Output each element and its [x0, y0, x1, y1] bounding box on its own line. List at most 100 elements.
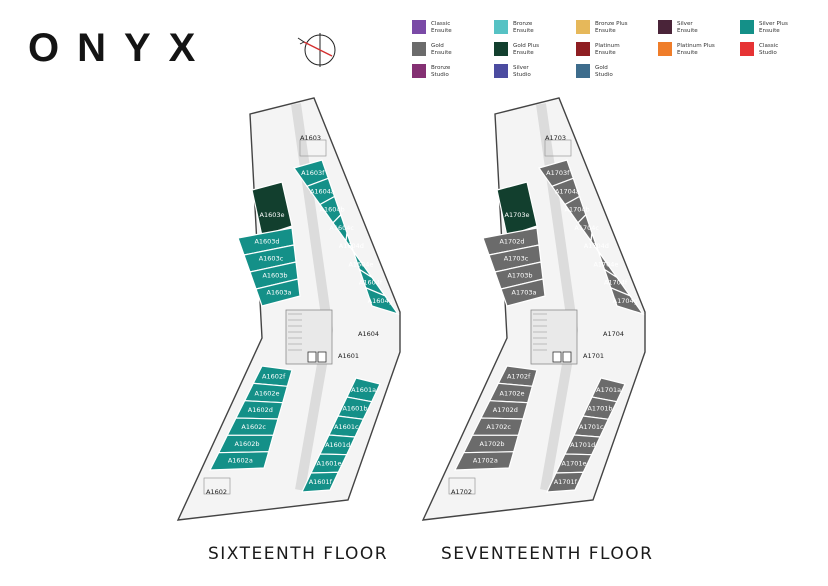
seventeenth-floor-caption: SEVENTEENTH FLOOR	[441, 544, 654, 564]
unit-label: A1601d	[325, 441, 350, 449]
legend-label: Bronze Plus Ensuite	[595, 21, 628, 34]
unit-label: A1703c	[504, 255, 529, 263]
unit-label: A1604g	[368, 297, 393, 305]
unit-label: A1604a	[310, 187, 335, 195]
unit-label: A1604f	[359, 279, 383, 287]
legend-label: Silver Ensuite	[677, 21, 698, 34]
unit-label: A1704g	[613, 297, 638, 305]
unit-label: A1603b	[262, 272, 287, 280]
unit-label: A1702f	[507, 372, 531, 380]
corridor-label: A1604	[358, 330, 379, 338]
legend-swatch	[658, 42, 672, 56]
legend-item: Silver Ensuite	[658, 20, 740, 36]
unit-label: A1604d	[339, 242, 364, 250]
legend-label: Bronze Ensuite	[513, 21, 534, 34]
seventeenth-floor-plan: A1703eA1702dA1703cA1703bA1703aA1703fA170…	[421, 97, 646, 521]
unit-label: A1701d	[570, 441, 595, 449]
unit-label: A1602b	[234, 440, 259, 448]
legend-item: Silver Studio	[494, 64, 576, 80]
unit-label: A1603e	[260, 211, 285, 219]
unit-label: A1701b	[587, 405, 612, 413]
legend-item: Bronze Studio	[412, 64, 494, 80]
corridor-label: A1704	[603, 330, 624, 338]
sixteenth-floor-plan: A1603eA1603dA1603cA1603bA1603aA1603fA160…	[176, 97, 401, 521]
legend-label: Gold Ensuite	[431, 43, 452, 56]
legend-swatch	[576, 20, 590, 34]
unit-block	[364, 286, 400, 316]
unit-label: A1702d	[493, 406, 518, 414]
lounge-area	[203, 477, 231, 495]
unit-block	[301, 471, 340, 493]
unit-label: A1704a	[555, 187, 580, 195]
unit-label: A1603c	[259, 255, 284, 263]
unit-label: A1601a	[351, 386, 376, 394]
unit-label: A1703f	[546, 169, 570, 177]
unit-label: A1602a	[228, 457, 253, 465]
legend-swatch	[494, 42, 508, 56]
corridor-label: A1602	[206, 488, 227, 496]
unit-label: A1604e	[348, 260, 373, 268]
unit-label: A1602e	[255, 389, 280, 397]
unit-block	[255, 278, 301, 307]
lounge-area	[544, 139, 572, 157]
legend-swatch	[412, 64, 426, 78]
legend-item: Bronze Plus Ensuite	[576, 20, 658, 36]
sixteenth-floor-caption: SIXTEENTH FLOOR	[208, 544, 389, 564]
unit-label: A1704c	[574, 224, 599, 232]
lounge-area	[299, 139, 327, 157]
building-outline	[421, 97, 646, 521]
legend-label: Silver Plus Ensuite	[759, 21, 788, 34]
legend-label: Bronze Studio	[431, 65, 451, 78]
corridor-label: A1601	[338, 352, 359, 360]
unit-label: A1702d	[499, 238, 524, 246]
unit-label: A1704e	[593, 260, 618, 268]
legend-item: Platinum Ensuite	[576, 42, 658, 58]
legend-item: Classic Studio	[740, 42, 822, 58]
legend-label: Gold Plus Ensuite	[513, 43, 540, 56]
unit-block	[546, 471, 585, 493]
unit-label: A1701c	[579, 423, 604, 431]
corridor-label: A1603	[300, 134, 321, 142]
legend-item: Gold Plus Ensuite	[494, 42, 576, 58]
unit-label: A1703a	[512, 289, 537, 297]
legend-label: Platinum Ensuite	[595, 43, 620, 56]
corridor-label: A1703	[545, 134, 566, 142]
legend-swatch	[740, 20, 754, 34]
unit-block	[454, 451, 515, 471]
legend-item: Gold Ensuite	[412, 42, 494, 58]
legend-swatch	[412, 20, 426, 34]
unit-label: A1702e	[500, 389, 525, 397]
unit-label: A1701e	[562, 460, 587, 468]
unit-label: A1701a	[596, 386, 621, 394]
unit-label: A1601b	[342, 405, 367, 413]
legend-item: Classic Ensuite	[412, 20, 494, 36]
lift-icon	[317, 351, 327, 363]
unit-label: A1703e	[505, 211, 530, 219]
legend-swatch	[576, 42, 590, 56]
legend-swatch	[412, 42, 426, 56]
legend-item: Platinum Plus Ensuite	[658, 42, 740, 58]
brand-logo: ONYX	[28, 26, 214, 70]
unit-block	[209, 451, 270, 471]
legend-label: Classic Studio	[759, 43, 779, 56]
corridor-label: A1701	[583, 352, 604, 360]
legend-swatch	[494, 64, 508, 78]
legend-item: Silver Plus Ensuite	[740, 20, 822, 36]
unit-block	[609, 286, 645, 316]
unit-label: A1601c	[334, 423, 359, 431]
lift-icon	[562, 351, 572, 363]
lift-icon	[552, 351, 562, 363]
lift-icon	[307, 351, 317, 363]
legend-label: Silver Studio	[513, 65, 531, 78]
unit-label: A1704f	[604, 279, 628, 287]
legend-swatch	[576, 64, 590, 78]
unit-label: A1704b	[565, 206, 590, 214]
unit-label: A1603f	[301, 169, 325, 177]
unit-label: A1702c	[486, 423, 511, 431]
legend-swatch	[494, 20, 508, 34]
unit-label: A1604c	[329, 224, 354, 232]
unit-label: A1604b	[320, 206, 345, 214]
unit-block-corner	[251, 181, 293, 237]
lounge-area	[448, 477, 476, 495]
